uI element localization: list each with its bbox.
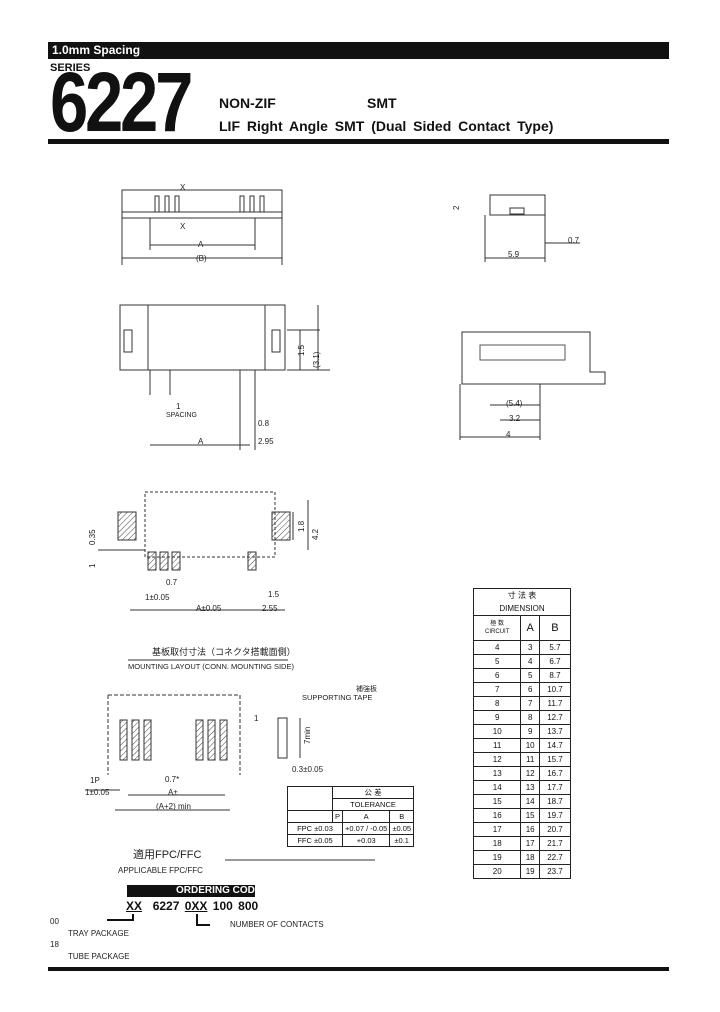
tol-row-ffc: FFC ±0.05+0.03±0.1: [286, 834, 415, 847]
dim-front-pitch: 1: [176, 402, 181, 411]
spacing-label: 1.0mm Spacing: [52, 43, 141, 57]
dim-fpc-3: 0.3±0.05: [292, 765, 324, 774]
mounting-title-en: MOUNTING LAYOUT (CONN. MOUNTING SIDE): [128, 662, 294, 671]
tol-cell: +0.03: [342, 834, 391, 847]
ordering-code: XX 6227 0XX 100 800: [126, 899, 258, 913]
code-series: 6227: [152, 899, 180, 913]
dim-fpc-6: A±: [168, 788, 178, 797]
dim-side-t: 0.7: [568, 236, 580, 245]
dimension-cell: 21.7: [538, 836, 572, 851]
series-label: SERIES: [50, 62, 91, 74]
section-view-drawing: [459, 331, 606, 440]
circuit-head-jp: 極 数: [490, 621, 505, 627]
fpc-title-en: APPLICABLE FPC/FFC: [118, 866, 203, 875]
type-smt: SMT: [367, 95, 397, 111]
dim-section-2: 3.2: [509, 414, 521, 423]
side-view-drawing: [484, 194, 580, 262]
ordering-code-title: ORDERING CODE: [176, 885, 262, 896]
header-bar: [48, 42, 669, 59]
dim-b-top: (B): [196, 254, 207, 263]
dim-fpc-p: 1P: [90, 776, 100, 785]
dim-fpc-5: 0.7*: [165, 775, 180, 784]
fpc-title-jp: 適用FPC/FFC: [133, 849, 202, 861]
dimension-cell: 20: [472, 864, 522, 879]
opt2-code: 18: [50, 940, 59, 949]
series-number: 6227: [50, 55, 193, 149]
dim-front-4: 2.95: [258, 437, 274, 446]
product-description: LIF Right Angle SMT (Dual Sided Contact …: [219, 118, 554, 134]
type-nonzif: NON-ZIF: [219, 95, 276, 111]
dim-front-spacing: SPACING: [166, 412, 197, 419]
tol-cell: ±0.1: [389, 834, 415, 847]
mounting-layout-drawing: [98, 491, 309, 661]
code-package: XX: [126, 899, 143, 913]
opt2-label: TUBE PACKAGE: [68, 952, 130, 961]
dim-mount-3: 0.7: [166, 578, 178, 587]
tol-row-fpc: FPC ±0.03+0.07 / -0.05±0.05: [286, 822, 415, 835]
section-mark-x2: X: [180, 222, 186, 231]
dimension-cell: 19: [520, 864, 540, 879]
section-mark-x1: X: [180, 183, 186, 192]
dim-fpc-4: 1±0.05: [85, 788, 110, 797]
dim-mount-6: 2.55: [262, 604, 278, 613]
header-rule: [48, 139, 669, 144]
code-contacts: 0XX: [184, 899, 208, 913]
fpc-drawing: [85, 694, 375, 861]
dim-fpc-1: 1: [254, 714, 259, 723]
circuit-head-en: CIRCUIT: [485, 629, 510, 635]
contacts-label: NUMBER OF CONTACTS: [230, 920, 324, 929]
opt1-code: 00: [50, 917, 59, 926]
footer-rule: [48, 967, 669, 971]
col-b-head: B: [538, 615, 572, 641]
dim-fpc-7: (A+2) min: [156, 802, 191, 811]
dim-title-jp: 寸 法 表: [473, 588, 571, 602]
dim-a-top: A: [198, 240, 204, 249]
code-suffix-2: 800: [238, 899, 259, 913]
ordering-code-bar: [127, 885, 255, 897]
opt1-label: TRAY PACKAGE: [68, 929, 129, 938]
tape-label-jp: 補強板: [356, 686, 377, 693]
code-suffix-1: 100: [212, 899, 233, 913]
dim-section-3: 4: [506, 430, 511, 439]
top-view-drawing: [121, 189, 283, 265]
tape-label-en: SUPPORTING TAPE: [302, 693, 373, 702]
tol-col-a: A: [342, 810, 391, 823]
dim-mount-4: 1±0.05: [145, 593, 170, 602]
dim-front-3: 0.8: [258, 419, 270, 428]
front-view-drawing: [119, 304, 330, 450]
dim-mount-5: A±0.05: [196, 604, 222, 613]
dim-section-1: (5.4): [506, 399, 523, 408]
dimension-cell: 23.7: [538, 864, 572, 879]
dim-mount-7: 1.5: [268, 590, 280, 599]
dim-side-w: 5.9: [508, 250, 520, 259]
mounting-title-jp: 基板取付寸法（コネクタ搭載面側）: [152, 647, 296, 657]
dim-front-a: A: [198, 437, 204, 446]
